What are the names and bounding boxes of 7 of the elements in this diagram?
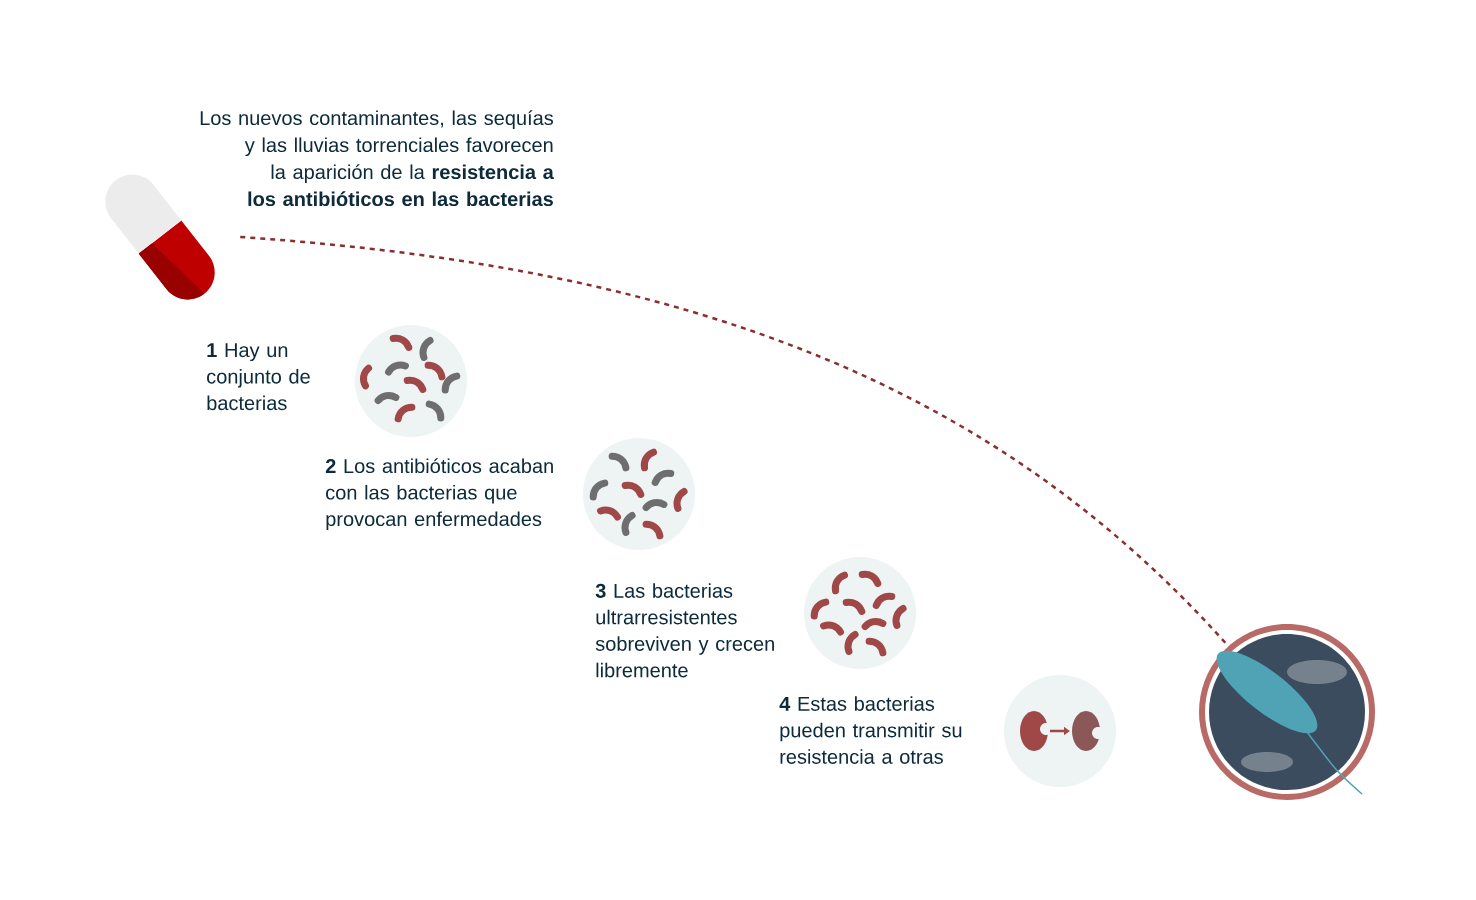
step-text: 4 Estas bacterias pueden transmitir su resistencia a otras [779,696,962,764]
capsule-drawing [105,174,215,300]
step-text: 3 Las bacterias ultrarresistentes sobreviven y crecen libremente [595,583,774,678]
bacterium-drawing [1199,624,1375,800]
step-text: 2 Los antibióticos acaban con las bacterias que provocan enfermedades [325,458,553,531]
step-text: 1 Hay un conjunto de bacterias [207,343,310,411]
intro-text: Los nuevos contaminantes, las sequías y las lluvias torrenciales favorecen la aparición de la resistencia a los antibióticos en las bacterias [200,110,554,207]
